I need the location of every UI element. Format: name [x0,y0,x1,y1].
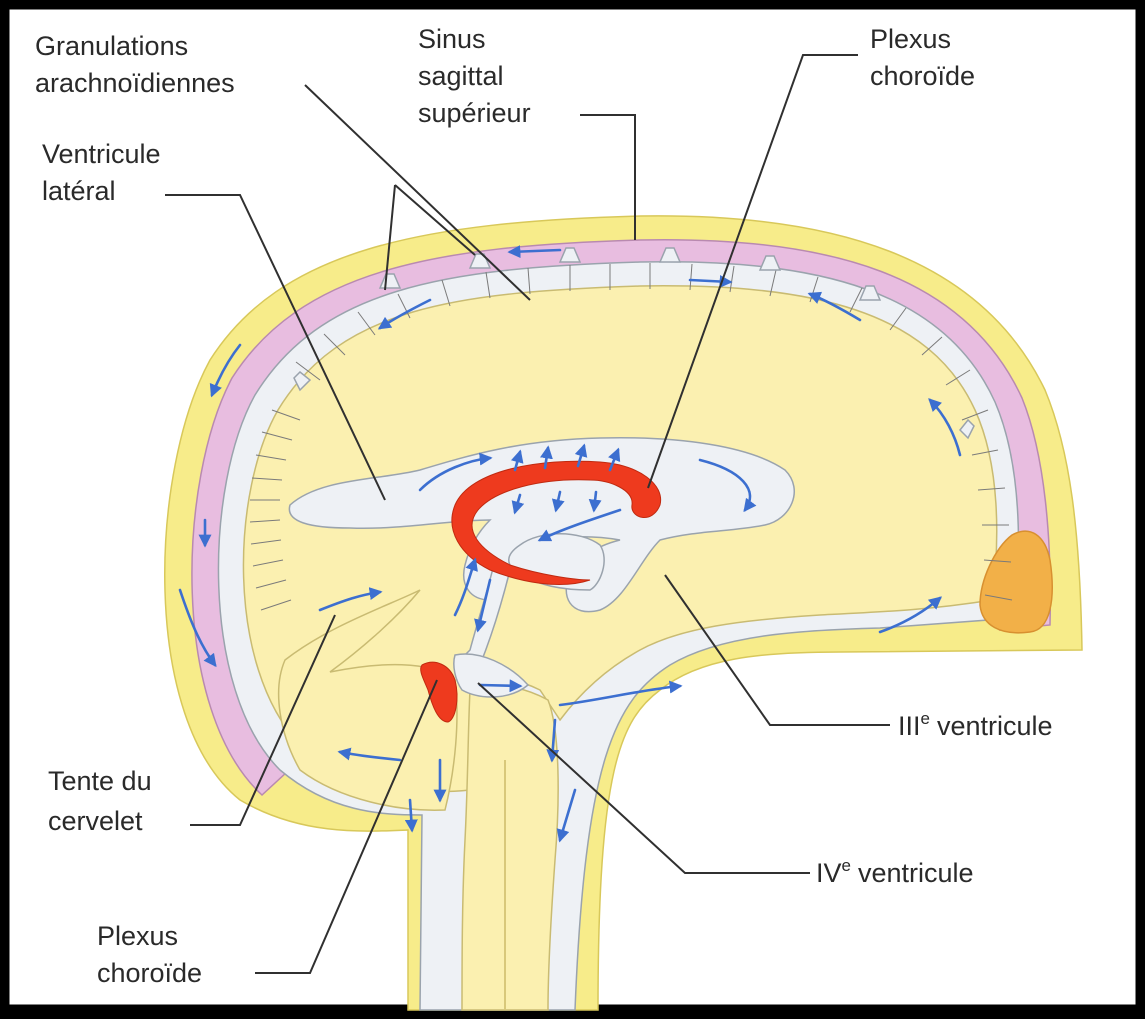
third-ventricle-word: ventricule [937,711,1053,741]
label-tente-line1: Tente du [48,766,152,796]
brainstem [462,686,558,1010]
fourth-ventricle-numeral: IV [816,858,842,888]
label-sinus-line2: sagittal [418,61,504,91]
label-plexus-bottom-line2: choroïde [97,958,202,988]
label-plexus-top-line2: choroïde [870,61,975,91]
label-fourth-ventricle: IVe ventricule [816,856,974,888]
fourth-ventricle-word: ventricule [858,858,974,888]
label-ventricule-lateral-line1: Ventricule [42,139,161,169]
label-sinus-line3: supérieur [418,98,531,128]
fourth-ventricle-sup: e [842,856,851,875]
label-plexus-top-line1: Plexus [870,24,951,54]
label-granulations-line2: arachnoïdiennes [35,68,235,98]
label-ventricule-lateral-line2: latéral [42,176,116,206]
label-sinus-line1: Sinus [418,24,486,54]
label-granulations-line1: Granulations [35,31,188,61]
third-ventricle-sup: e [921,709,930,728]
label-plexus-bottom-line1: Plexus [97,921,178,951]
label-tente-line2: cervelet [48,806,143,836]
third-ventricle-numeral: III [898,711,921,741]
